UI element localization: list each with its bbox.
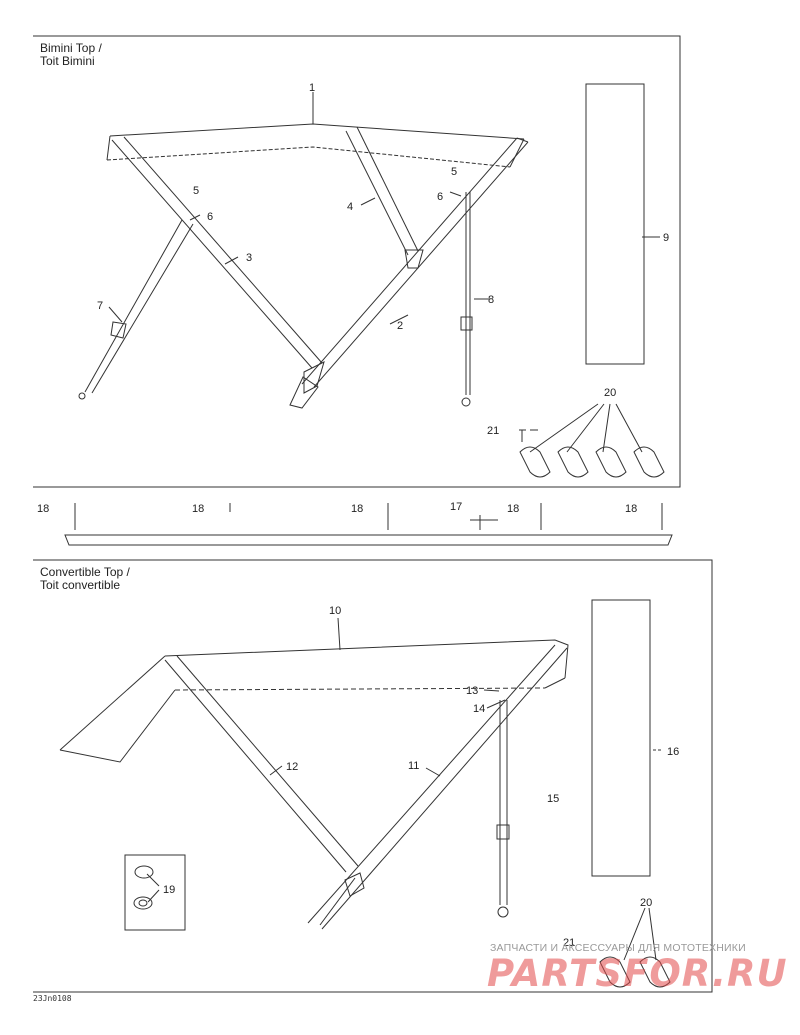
callout-6: 6 xyxy=(207,211,213,223)
bimini-strap xyxy=(460,192,473,407)
convertible-strap xyxy=(496,700,510,918)
callout-3: 3 xyxy=(246,252,252,264)
callout-2: 2 xyxy=(397,320,403,332)
callout-18-d: 18 xyxy=(507,503,519,515)
convertible-front-bow xyxy=(164,655,359,926)
callout-11: 11 xyxy=(408,760,419,772)
part-19-grommets xyxy=(133,865,154,910)
bimini-boot xyxy=(585,83,645,365)
mounting-rail xyxy=(64,503,673,546)
callout-18-b: 18 xyxy=(192,503,204,515)
watermark-logo: PARTSFOR.RU xyxy=(487,952,788,995)
callout-1: 1 xyxy=(309,82,315,94)
callout-14: 14 xyxy=(473,703,485,715)
bimini-rear-bow xyxy=(301,137,529,388)
bimini-canopy xyxy=(106,123,525,168)
callout-labels: 1 2 3 4 5 6 7 5 6 8 9 20 21 18 18 18 17 … xyxy=(37,82,679,949)
callout-19: 19 xyxy=(163,884,175,896)
convertible-title-line1: Convertible Top / xyxy=(40,565,130,579)
leader-lines xyxy=(108,92,663,961)
callout-4: 4 xyxy=(347,201,353,213)
callout-18-a: 18 xyxy=(37,503,49,515)
callout-21: 21 xyxy=(487,425,499,437)
callout-9: 9 xyxy=(663,232,669,244)
figure-code: 23Jn0108 xyxy=(33,994,72,1003)
callout-21b: 21 xyxy=(563,937,575,949)
bimini-front-bow xyxy=(111,136,325,409)
convertible-rear-bow xyxy=(307,644,568,930)
callout-20: 20 xyxy=(604,387,616,399)
callout-5b: 5 xyxy=(451,166,457,178)
callout-5: 5 xyxy=(193,185,199,197)
bimini-title-line2: Toit Bimini xyxy=(40,54,95,68)
bimini-brace xyxy=(345,126,424,269)
callout-17: 17 xyxy=(450,501,462,513)
watermark-text: ЗАПЧАСТИ И АКСЕССУАРЫ ДЛЯ МОТОТЕХНИКИ xyxy=(490,942,746,954)
callout-13: 13 xyxy=(466,685,478,697)
convertible-brackets xyxy=(599,956,671,988)
convertible-canopy xyxy=(59,639,569,763)
convertible-title-line2: Toit convertible xyxy=(40,578,121,592)
callout-7: 7 xyxy=(97,300,103,312)
callout-18-e: 18 xyxy=(625,503,637,515)
bimini-crossbar xyxy=(78,219,194,400)
convertible-boot xyxy=(591,599,651,877)
convertible-frame xyxy=(33,559,713,993)
callout-20b: 20 xyxy=(640,897,652,909)
bimini-brackets xyxy=(519,429,665,478)
bimini-title-line1: Bimini Top / xyxy=(40,41,102,55)
bimini-title: Bimini Top / Toit Bimini xyxy=(40,42,102,68)
callout-18-c: 18 xyxy=(351,503,363,515)
callout-12: 12 xyxy=(286,761,298,773)
callout-10: 10 xyxy=(329,605,341,617)
callout-16: 16 xyxy=(667,746,679,758)
bimini-frame xyxy=(33,35,681,488)
parts-19-frame xyxy=(124,854,186,931)
callout-6b: 6 xyxy=(437,191,443,203)
callout-15: 15 xyxy=(547,793,559,805)
convertible-title: Convertible Top / Toit convertible xyxy=(40,566,130,592)
callout-8: 8 xyxy=(488,294,494,306)
